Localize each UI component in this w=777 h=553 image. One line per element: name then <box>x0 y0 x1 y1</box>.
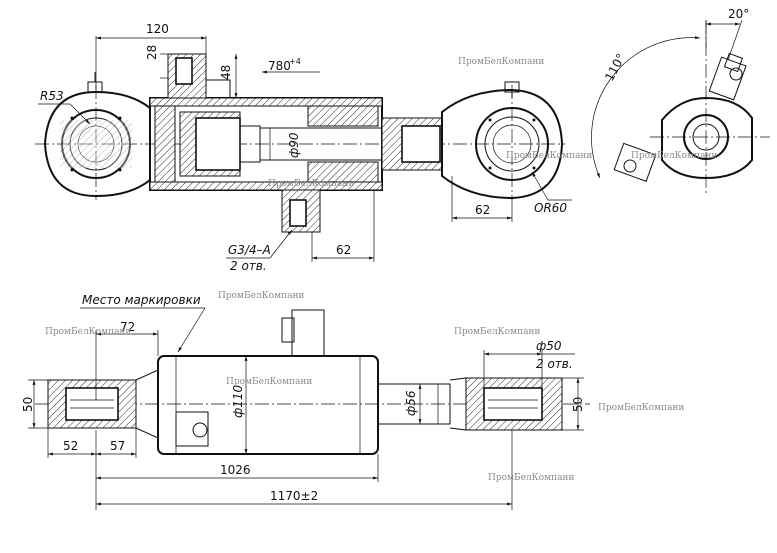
watermark-10: ПромБелКомпани <box>268 179 354 189</box>
rod-bottom <box>377 383 451 425</box>
watermarks: ПромБелКомпани ПромБелКомпани ПромБелКом… <box>45 57 717 483</box>
dim-right-hole-dia: ф50 <box>536 339 562 353</box>
watermark-5: ПромБелКомпани <box>454 327 540 337</box>
dim-left-a: 52 <box>63 439 78 453</box>
dim-eye-spacing: 120 <box>146 22 169 36</box>
watermark-9: ПромБелКомпани <box>488 473 574 483</box>
right-eye-bottom <box>449 377 563 431</box>
dim-right-eye-offset: 62 <box>475 203 490 217</box>
dim-port-offset: 28 <box>145 45 159 60</box>
side-view: 20° 110° <box>591 7 770 195</box>
marking-label: Место маркировки <box>82 293 201 307</box>
dim-outer-radius: R53 <box>40 89 64 103</box>
dim-rod: ф90 <box>287 132 301 158</box>
dim-stroke-tol: +4 <box>289 57 301 66</box>
watermark-7: ПромБелКомпани <box>226 377 312 387</box>
watermark-6: ПромБелКомпани <box>45 327 131 337</box>
bottom-view: Место маркировки 72 50 52 57 ф110 ф56 ф5 <box>21 293 590 510</box>
dim-port-height: 48 <box>219 65 233 80</box>
watermark-1: ПромБелКомпани <box>458 57 544 67</box>
port-thread: G3/4–A <box>228 243 271 257</box>
dim-left-offset: 72 <box>120 320 135 334</box>
bottom-dimensions: Место маркировки 72 50 52 57 ф110 ф56 ф5 <box>21 293 585 510</box>
top-dimensions: 120 28 48 780 +4 R53 ф90 62 OR60 G3/4–A … <box>38 22 572 273</box>
watermark-2: ПромБелКомпани <box>506 151 592 161</box>
right-eye-top <box>441 81 564 200</box>
dim-left-b: 57 <box>110 439 125 453</box>
port-count: 2 отв. <box>230 259 267 273</box>
top-section-view: 120 28 48 780 +4 R53 ф90 62 OR60 G3/4–A … <box>35 22 572 273</box>
dim-port-to-end: 62 <box>336 243 351 257</box>
dim-right-eye-radius: OR60 <box>534 201 567 215</box>
dim-total-length: 1170±2 <box>270 489 318 503</box>
dim-right-hole-count: 2 отв. <box>536 357 573 371</box>
dim-rod-dia: ф56 <box>404 390 418 416</box>
dim-body-dia: ф110 <box>231 384 245 418</box>
dim-angle-top: 20° <box>728 7 749 21</box>
dim-body-length: 1026 <box>220 463 251 477</box>
dim-stroke: 780 <box>268 59 291 73</box>
watermark-8: ПромБелКомпани <box>598 403 684 413</box>
cylinder-body-top <box>149 53 443 233</box>
left-eye-top <box>43 72 151 198</box>
dim-angle-arc: 110° <box>602 51 628 83</box>
dim-eye-width-right: 50 <box>571 397 585 412</box>
dim-eye-width-left: 50 <box>21 397 35 412</box>
watermark-3: ПромБелКомпани <box>631 151 717 161</box>
watermark-4: ПромБелКомпани <box>218 291 304 301</box>
